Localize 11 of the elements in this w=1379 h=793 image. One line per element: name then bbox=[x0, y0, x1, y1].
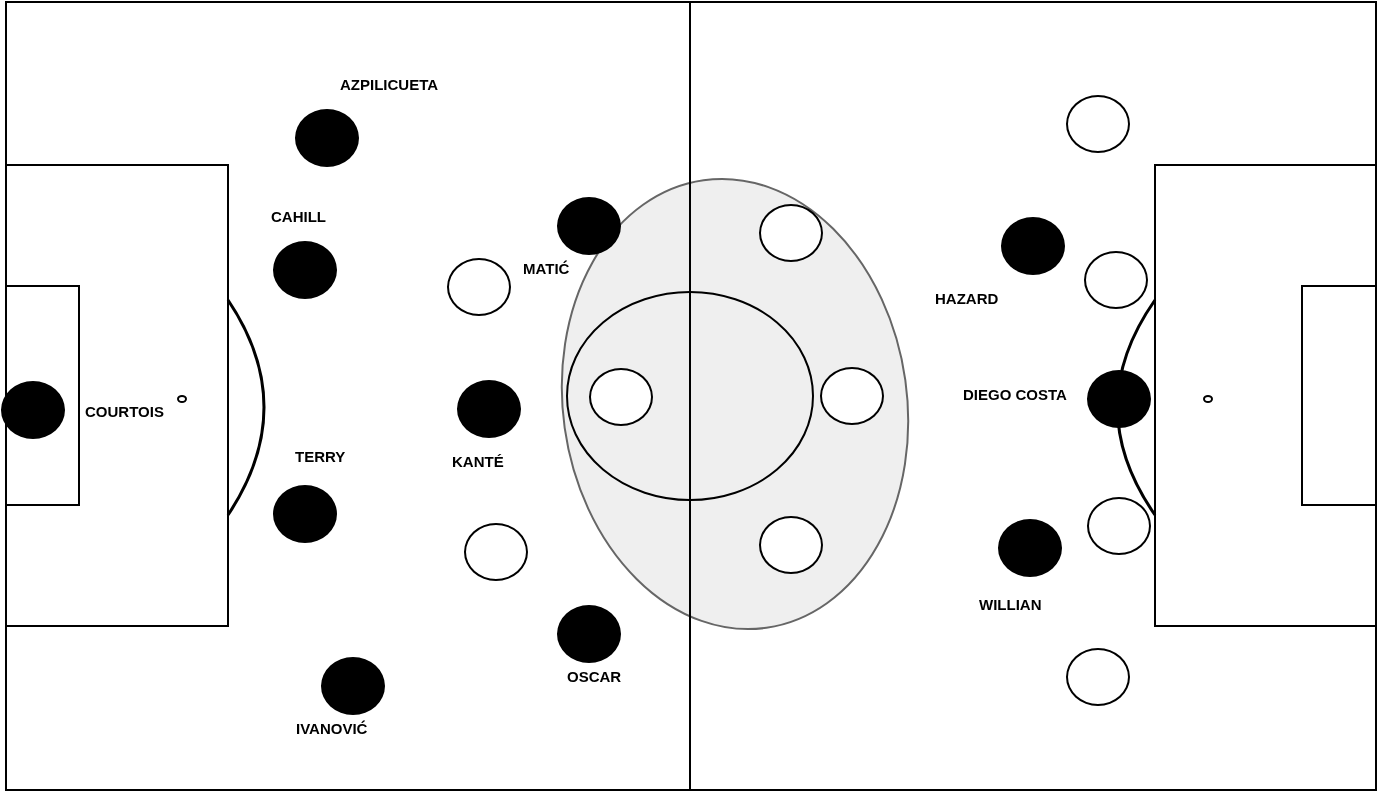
player-name: CAHILL bbox=[271, 208, 326, 226]
player-name: MATIĆ bbox=[523, 260, 570, 278]
player-name: OSCAR bbox=[567, 668, 622, 686]
player-name: DIEGO COSTA bbox=[963, 386, 1067, 404]
player-name: AZPILICUETA bbox=[340, 76, 439, 94]
player-name: IVANOVIĆ bbox=[296, 720, 368, 738]
player-name: HAZARD bbox=[935, 290, 999, 308]
player-name: TERRY bbox=[295, 448, 346, 466]
player-name: KANTÉ bbox=[452, 453, 504, 471]
player-name: COURTOIS bbox=[85, 403, 164, 421]
player-name: WILLIAN bbox=[979, 596, 1042, 614]
